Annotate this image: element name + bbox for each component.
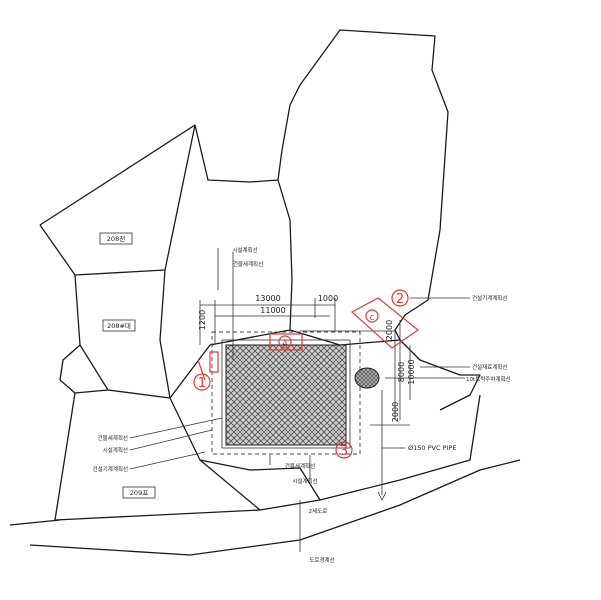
label-building-line-top: 건물세계획선 bbox=[233, 260, 263, 268]
marker-2: 2 bbox=[396, 292, 404, 307]
building-footprint bbox=[225, 344, 347, 446]
label-right-1: 건설기계계획선 bbox=[472, 294, 507, 302]
label-facility-line-top: 시설계획선 bbox=[232, 246, 257, 254]
dim-2000-lower: 2000 bbox=[391, 402, 400, 422]
tank-circle bbox=[354, 367, 380, 389]
label-bottom-1: 건물세계획선 bbox=[285, 462, 315, 470]
marker-4: 4 bbox=[282, 339, 288, 349]
dim-8000: 8000 bbox=[397, 362, 406, 382]
dimension-lines bbox=[199, 250, 411, 426]
lot-label-box-b bbox=[102, 319, 136, 332]
dim-10000: 10000 bbox=[407, 359, 416, 384]
dim-13000: 13000 bbox=[255, 294, 280, 303]
facility-plan-line bbox=[211, 331, 361, 455]
label-left-3: 건설기계계획선 bbox=[93, 465, 128, 473]
lot-label-a: 208전 bbox=[107, 234, 125, 243]
label-right-2: 건설재료계획선 bbox=[472, 363, 507, 371]
lot-boundaries bbox=[9, 29, 521, 556]
label-road: 2세도로 bbox=[309, 507, 328, 515]
label-left-2: 시설계획선 bbox=[103, 446, 128, 454]
label-road-boundary: 도로경계선 bbox=[309, 556, 334, 564]
building-plan-line bbox=[221, 339, 351, 449]
dim-2000: 2000 bbox=[385, 320, 394, 340]
label-left-1: 건물세계획선 bbox=[98, 434, 128, 442]
label-pipe: Ø150 PVC PIPE bbox=[408, 444, 456, 452]
dim-1000: 1000 bbox=[318, 294, 338, 303]
dim-11000: 11000 bbox=[260, 306, 285, 315]
label-right-3: 10t트럭주차계획선 bbox=[466, 375, 511, 383]
lot-label-b: 208#대 bbox=[107, 322, 131, 330]
marker-c: c bbox=[370, 313, 375, 323]
lot-label-box-a bbox=[99, 232, 133, 245]
lot-labels: 208전 208#대 209포 bbox=[99, 232, 156, 499]
dim-1200: 1200 bbox=[198, 310, 207, 330]
marker-1: 1 bbox=[198, 376, 206, 391]
leader-lines bbox=[129, 248, 470, 552]
lot-label-c: 209포 bbox=[130, 489, 148, 497]
marker-3: 3 bbox=[340, 444, 348, 459]
red-markup bbox=[193, 289, 420, 459]
label-bottom-2: 시설계획선 bbox=[292, 477, 317, 485]
lot-label-box-c bbox=[122, 486, 156, 499]
building-area bbox=[211, 330, 396, 501]
